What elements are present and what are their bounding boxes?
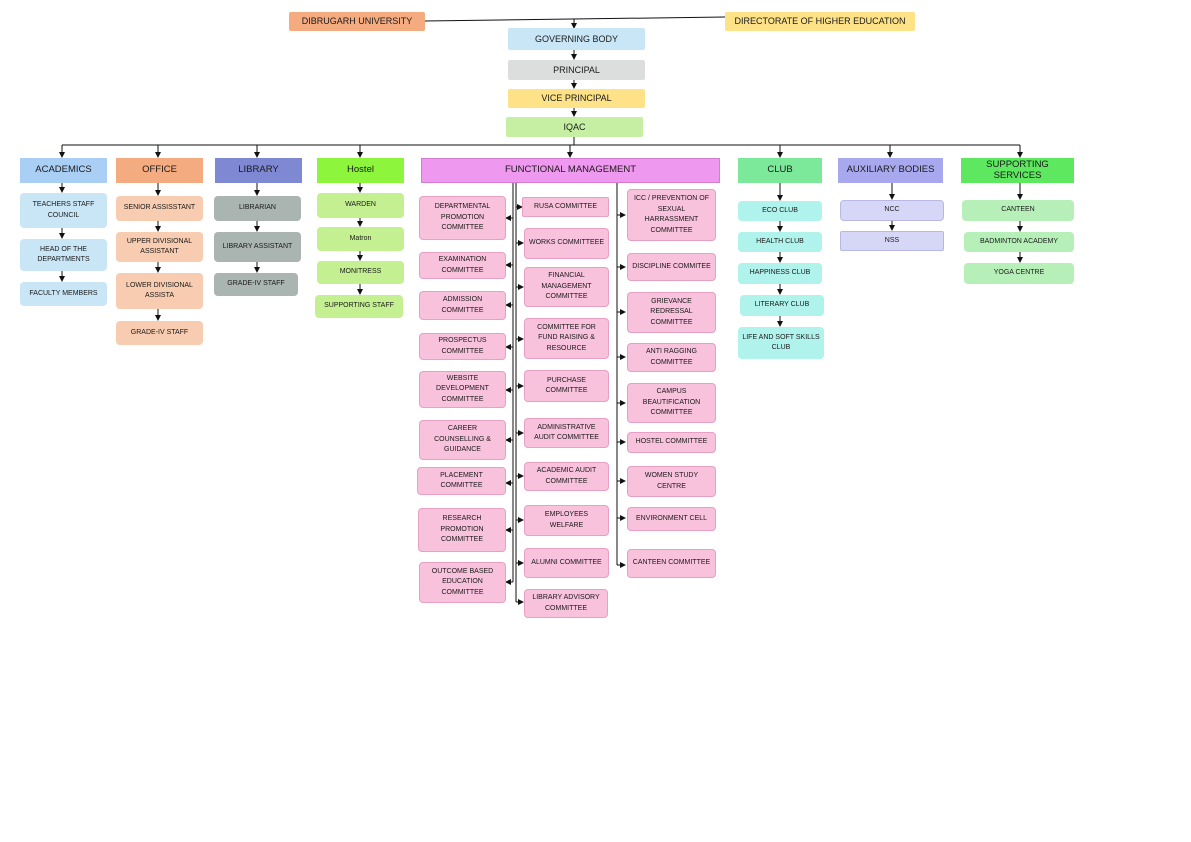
fm-left-committee: CAREER COUNSELLING & GUIDANCE	[419, 420, 506, 460]
dibrugarh-university-box: DIBRUGARH UNIVERSITY	[289, 12, 425, 31]
library-item: GRADE-IV STAFF	[214, 273, 298, 296]
hostel-item: MONITRESS	[317, 261, 404, 284]
fm-left-committee: PLACEMENT COMMITTEE	[417, 467, 506, 495]
supporting-item: YOGA CENTRE	[964, 263, 1074, 284]
fm-right-committee: HOSTEL COMMITTEE	[627, 432, 716, 453]
fm-left-committee: DEPARTMENTAL PROMOTION COMMITTEE	[419, 196, 506, 240]
hostel-header: Hostel	[317, 158, 404, 183]
office-header: OFFICE	[116, 158, 203, 183]
fm-middle-committee: EMPLOYEES WELFARE	[524, 505, 609, 536]
club-item: LITERARY CLUB	[740, 295, 824, 316]
fm-left-committee: OUTCOME BASED EDUCATION COMMITTEE	[419, 562, 506, 603]
fm-middle-committee: ALUMNI COMMITTEE	[524, 548, 609, 578]
vice-principal-box: VICE PRINCIPAL	[508, 89, 645, 108]
fm-middle-committee: RUSA COMMITTEE	[522, 197, 609, 217]
supporting-item: CANTEEN	[962, 200, 1074, 221]
club-item: HAPPINESS CLUB	[738, 263, 822, 284]
fm-middle-committee: WORKS COMMITTEEE	[524, 228, 609, 259]
fm-right-committee: ENVIRONMENT CELL	[627, 507, 716, 531]
principal-box: PRINCIPAL	[508, 60, 645, 80]
hostel-item: SUPPORTING STAFF	[315, 295, 403, 318]
fm-left-committee: PROSPECTUS COMMITTEE	[419, 333, 506, 360]
fm-middle-committee: ACADEMIC AUDIT COMMITTEE	[524, 462, 609, 491]
library-item: LIBRARY ASSISTANT	[214, 232, 301, 262]
library-header: LIBRARY	[215, 158, 302, 183]
iqac-box: IQAC	[506, 117, 643, 137]
fm-middle-committee: LIBRARY ADVISORY COMMITTEE	[524, 589, 608, 618]
auxiliary-bodies-header: AUXILIARY BODIES	[838, 158, 943, 183]
supporting-item: BADMINTON ACADEMY	[964, 232, 1074, 252]
club-item: ECO CLUB	[738, 201, 822, 221]
fm-right-committee: CANTEEN COMMITTEE	[627, 549, 716, 578]
fm-left-committee: ADMISSION COMMITTEE	[419, 291, 506, 320]
office-item: GRADE-IV STAFF	[116, 321, 203, 345]
academics-item: TEACHERS STAFF COUNCIL	[20, 193, 107, 228]
library-item: LIBRARIAN	[214, 196, 301, 221]
fm-right-committee: DISCIPLINE COMMITEE	[627, 253, 716, 281]
academics-header: ACADEMICS	[20, 158, 107, 183]
governing-body-box: GOVERNING BODY	[508, 28, 645, 50]
fm-middle-committee: ADMINISTRATIVE AUDIT COMMITTEE	[524, 418, 609, 448]
fm-left-committee: EXAMINATION COMMITTEE	[419, 252, 506, 279]
fm-left-committee: WEBSITE DEVELOPMENT COMMITTEE	[419, 371, 506, 408]
academics-item: FACULTY MEMBERS	[20, 282, 107, 306]
office-item: LOWER DIVISIONAL ASSISTA	[116, 273, 203, 309]
fm-right-committee: ICC / PREVENTION OF SEXUAL HARRASSMENT C…	[627, 189, 716, 241]
fm-left-committee: RESEARCH PROMOTION COMMITTEE	[418, 508, 506, 552]
office-item: SENIOR ASSISSTANT	[116, 196, 203, 221]
fm-right-committee: GRIEVANCE REDRESSAL COMMITTEE	[627, 292, 716, 333]
hostel-item: WARDEN	[317, 193, 404, 218]
hostel-item: Matron	[317, 227, 404, 251]
club-item: LIFE AND SOFT SKILLS CLUB	[738, 327, 824, 359]
fm-right-committee: ANTI RAGGING COMMITTEE	[627, 343, 716, 372]
top-connector-line	[424, 16, 726, 22]
fm-right-committee: CAMPUS BEAUTIFICATION COMMITTEE	[627, 383, 716, 423]
club-header: CLUB	[738, 158, 822, 183]
auxiliary-item: NSS	[840, 231, 944, 251]
directorate-higher-education-box: DIRECTORATE OF HIGHER EDUCATION	[725, 12, 915, 31]
fm-middle-committee: PURCHASE COMMITTEE	[524, 370, 609, 402]
auxiliary-item: NCC	[840, 200, 944, 221]
office-item: UPPER DIVISIONAL ASSISTANT	[116, 232, 203, 262]
club-item: HEALTH CLUB	[738, 232, 822, 252]
supporting-services-header: SUPPORTING SERVICES	[961, 158, 1074, 183]
academics-item: HEAD OF THE DEPARTMENTS	[20, 239, 107, 271]
fm-middle-committee: COMMITTEE FOR FUND RAISING & RESOURCE	[524, 318, 609, 359]
functional-management-header: FUNCTIONAL MANAGEMENT	[421, 158, 720, 183]
fm-middle-committee: FINANCIAL MANAGEMENT COMMITTEE	[524, 267, 609, 307]
fm-right-committee: WOMEN STUDY CENTRE	[627, 466, 716, 497]
